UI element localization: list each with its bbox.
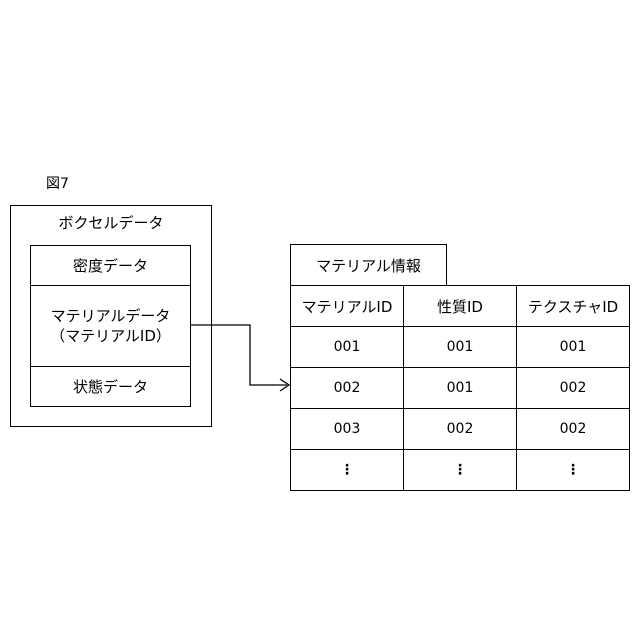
material-data-label: マテリアルデータ (51, 306, 171, 326)
table-cell: 002 (517, 409, 630, 450)
table-header-row: マテリアルID 性質ID テクスチャID (291, 286, 630, 327)
column-header-texture-id: テクスチャID (517, 286, 630, 327)
table-row: 003 002 002 (291, 409, 630, 450)
table-row: 001 001 001 (291, 327, 630, 368)
figure-label: 図7 (46, 175, 69, 193)
voxel-fields-stack: 密度データ マテリアルデータ （マテリアルID） 状態データ (30, 245, 191, 407)
table-cell: 002 (517, 368, 630, 409)
ellipsis-cell: ⋮ (291, 450, 404, 491)
table-row-ellipsis: ⋮ ⋮ ⋮ (291, 450, 630, 491)
table-cell: 001 (291, 327, 404, 368)
material-data-cell: マテリアルデータ （マテリアルID） (31, 286, 190, 367)
column-header-material-id: マテリアルID (291, 286, 404, 327)
material-info-table: マテリアルID 性質ID テクスチャID 001 001 001 002 001… (290, 285, 630, 491)
vertical-ellipsis-icon: ⋮ (453, 466, 467, 474)
table-cell: 001 (517, 327, 630, 368)
ellipsis-cell: ⋮ (404, 450, 517, 491)
vertical-ellipsis-icon: ⋮ (340, 466, 354, 474)
vertical-ellipsis-icon: ⋮ (566, 466, 580, 474)
column-header-property-id: 性質ID (404, 286, 517, 327)
table-cell: 002 (291, 368, 404, 409)
ellipsis-cell: ⋮ (517, 450, 630, 491)
density-data-cell: 密度データ (31, 246, 190, 286)
state-data-label: 状態データ (73, 377, 148, 397)
material-info-title: マテリアル情報 (290, 244, 447, 286)
voxel-data-title: ボクセルデータ (10, 212, 212, 234)
table-cell: 002 (404, 409, 517, 450)
table-cell: 001 (404, 327, 517, 368)
density-data-label: 密度データ (73, 256, 148, 276)
table-cell: 001 (404, 368, 517, 409)
material-id-label: （マテリアルID） (50, 326, 171, 346)
state-data-cell: 状態データ (31, 367, 190, 406)
table-cell: 003 (291, 409, 404, 450)
table-row: 002 001 002 (291, 368, 630, 409)
